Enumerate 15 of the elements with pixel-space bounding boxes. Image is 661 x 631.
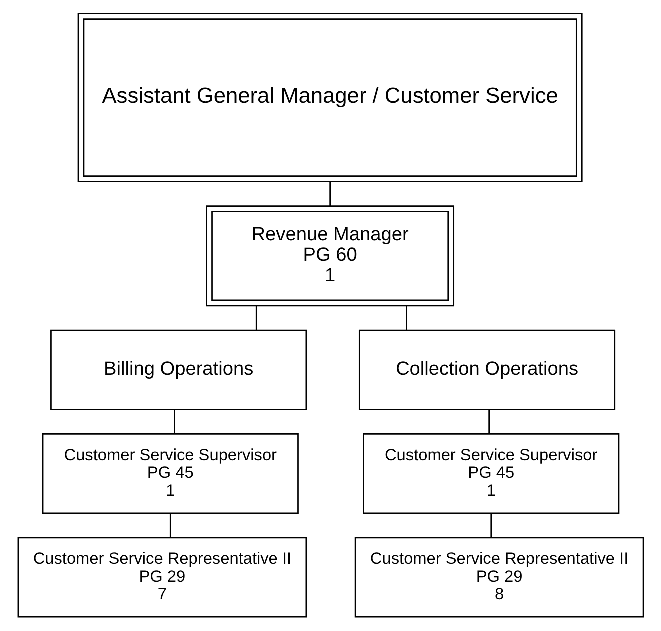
connector	[255, 306, 257, 330]
node-box: Customer Service Representative II PG 29 8	[354, 537, 644, 618]
connector	[406, 306, 407, 330]
connector	[329, 182, 330, 206]
node-box: Customer Service Supervisor PG 45 1	[362, 434, 620, 514]
node-box: Customer Service Supervisor PG 45 1	[42, 434, 298, 514]
node-box: Billing Operations	[50, 330, 307, 410]
connector	[488, 410, 490, 434]
node-box: Revenue Manager PG 60 1	[206, 206, 454, 307]
node-box: Assistant General Manager / Customer Service	[77, 13, 582, 182]
connector	[174, 410, 175, 434]
connector	[490, 514, 492, 538]
node-box: Collection Operations	[358, 330, 616, 410]
node-box: Customer Service Representative II PG 29 7	[17, 537, 307, 618]
connector	[169, 514, 171, 538]
